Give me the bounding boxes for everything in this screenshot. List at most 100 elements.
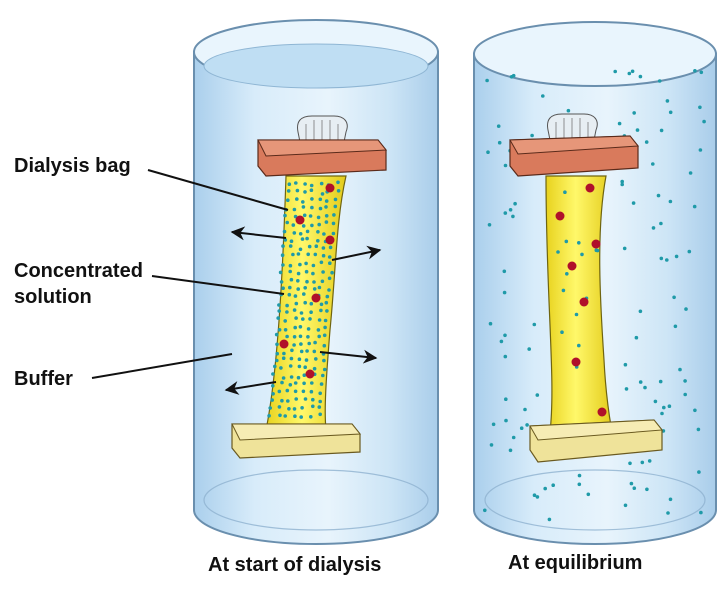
small-molecule [659, 128, 664, 133]
beaker-start-liquid-surface [203, 43, 429, 89]
small-molecule [281, 263, 285, 267]
small-molecule [635, 128, 640, 132]
small-molecule [644, 140, 649, 144]
small-molecule [322, 343, 327, 348]
clamp-top-start [257, 115, 388, 177]
small-molecule [298, 262, 302, 267]
beaker-start-bottom [203, 469, 429, 531]
small-molecule [288, 285, 292, 290]
small-molecule [668, 110, 673, 115]
small-molecule [288, 244, 293, 248]
small-molecule [483, 508, 487, 513]
small-molecule [292, 308, 297, 312]
small-molecule [309, 310, 313, 315]
small-molecule [274, 332, 279, 337]
small-molecule [511, 435, 516, 440]
small-molecule [314, 244, 319, 248]
small-molecule [647, 459, 652, 463]
label-buffer: Buffer [14, 368, 73, 390]
small-molecule [541, 94, 545, 98]
small-molecule [486, 150, 490, 154]
small-molecule [503, 211, 508, 215]
small-molecule [305, 279, 309, 284]
small-molecule [683, 392, 687, 397]
small-molecule [324, 205, 328, 209]
small-molecule [297, 364, 302, 369]
small-molecule [556, 250, 560, 254]
small-molecule [331, 231, 336, 236]
small-molecule [320, 192, 325, 196]
small-molecule [288, 269, 293, 274]
small-molecule [305, 236, 309, 241]
small-molecule [628, 461, 632, 466]
small-molecule [309, 301, 314, 306]
diffusion-arrows [224, 226, 382, 395]
small-molecule [301, 389, 306, 394]
small-molecule [289, 375, 294, 379]
small-molecule [270, 398, 275, 402]
label-concentrated-line1: Concentrated [14, 260, 143, 282]
small-molecule [577, 482, 582, 487]
leader-concentrated-solution [151, 275, 285, 295]
small-molecule [631, 201, 636, 205]
small-molecule [280, 253, 285, 257]
small-molecule [288, 383, 293, 387]
small-molecule [651, 162, 655, 166]
small-molecule [289, 277, 294, 282]
large-molecule [295, 215, 305, 225]
small-molecule [508, 448, 513, 453]
small-molecule [697, 470, 701, 474]
small-molecule [295, 197, 299, 201]
small-molecule [300, 237, 305, 241]
small-molecule [310, 223, 314, 228]
small-molecule [513, 201, 517, 206]
small-molecule [638, 380, 643, 384]
small-molecule [511, 214, 515, 219]
small-molecule [693, 408, 697, 413]
small-molecule [318, 206, 323, 211]
small-molecule [318, 399, 323, 404]
small-molecule [310, 205, 314, 210]
small-molecule [630, 69, 635, 74]
small-molecule [651, 226, 656, 230]
small-molecule [502, 290, 507, 295]
small-molecule [317, 405, 322, 409]
small-molecule [317, 222, 322, 227]
small-molecule [303, 190, 307, 194]
small-molecule [321, 373, 325, 378]
small-molecule [286, 189, 291, 193]
small-molecule [285, 334, 289, 339]
small-molecule [623, 362, 628, 367]
small-molecule [280, 380, 284, 385]
small-molecule [298, 247, 303, 252]
small-molecule [293, 389, 298, 394]
small-molecule [693, 69, 697, 73]
small-molecule [303, 397, 308, 401]
small-molecule [657, 79, 662, 83]
small-molecule [299, 415, 304, 419]
small-molecule [336, 189, 341, 193]
small-molecule [321, 270, 325, 274]
small-molecule [485, 78, 489, 83]
small-molecule [613, 69, 617, 74]
small-molecule [324, 220, 329, 224]
small-molecule [658, 379, 663, 384]
small-molecule [267, 414, 271, 418]
small-molecule [276, 316, 281, 320]
small-molecule [623, 503, 628, 508]
small-molecule [309, 415, 313, 419]
small-molecule [296, 375, 301, 380]
small-molecule [285, 303, 289, 308]
small-molecule [283, 238, 288, 242]
small-molecule [311, 271, 315, 276]
small-molecule [281, 376, 286, 380]
small-molecule [310, 381, 314, 385]
small-molecule [287, 407, 291, 411]
small-molecule [673, 324, 678, 329]
small-molecule [281, 356, 286, 361]
small-molecule [281, 286, 285, 291]
small-molecule [305, 229, 310, 234]
small-molecule [574, 312, 579, 317]
small-molecule [298, 232, 303, 236]
small-molecule [620, 179, 624, 184]
